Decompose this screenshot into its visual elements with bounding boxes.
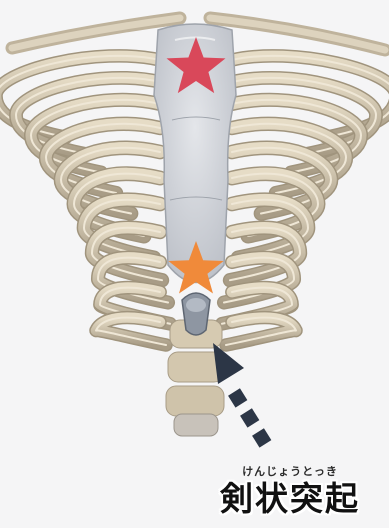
xiphoid-process: [182, 293, 210, 335]
arrow-dash: [252, 428, 271, 447]
term-caption: けんじょうとっき 剣状突起: [190, 463, 389, 519]
clavicle-left: [12, 18, 180, 48]
arrow-dash: [240, 408, 259, 427]
arrow-dash: [228, 388, 247, 407]
clavicle-right: [210, 18, 385, 50]
term-label: 剣状突起: [190, 479, 389, 519]
spine: [166, 320, 224, 436]
furigana-reading: けんじょうとっき: [190, 463, 389, 479]
